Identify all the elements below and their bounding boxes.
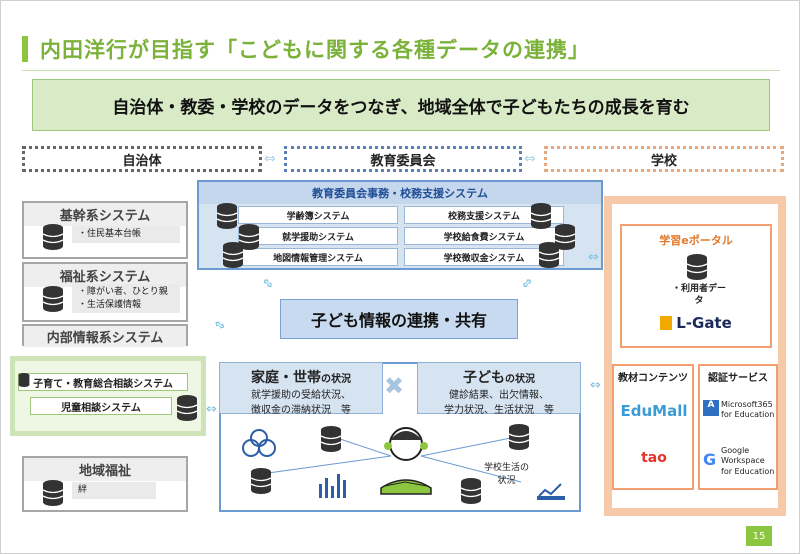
board-system-item-1: 学齢簿システム — [238, 206, 398, 224]
child-status-line-1: 健診結果、出欠情報、 — [449, 390, 549, 401]
header-school: 学校 — [544, 146, 784, 172]
child-support-item-1: 子育て・教育総合相談システム — [18, 373, 188, 391]
database-icon — [176, 395, 198, 421]
school-life-status-label: 学校生活の 状況 — [484, 462, 529, 487]
content-title: 教材コンテンツ — [618, 373, 688, 384]
microsoft-icon: A — [703, 400, 719, 416]
database-icon — [686, 254, 708, 280]
auth-box: 認証サービス — [698, 364, 778, 490]
header-board: 教育委員会 — [284, 146, 522, 172]
user-data-line-2: タ — [694, 295, 704, 306]
header-municipality: 自治体 — [22, 146, 262, 172]
child-status-title: 子ども — [463, 370, 505, 386]
family-status-title: 家庭・世帯 — [251, 370, 321, 386]
google-label: Google Workspace for Education — [721, 446, 774, 477]
header-arrow-right-icon: ⇔ — [524, 151, 536, 167]
child-status-box: 子どもの状況 健診結果、出欠情報、 学力状況、生活状況 等 — [417, 362, 581, 416]
microsoft-line-1: Microsoft365 — [721, 400, 773, 409]
internal-system-title: 内部情報系システム — [24, 326, 186, 347]
center-sharing-label: 子ども情報の連携・共有 — [280, 299, 518, 339]
board-system-title: 教育委員会事務・校務支援システム — [199, 182, 601, 204]
arrow-icon: ⇔ — [588, 250, 599, 265]
school-life-status: 状況 — [497, 475, 516, 486]
child-status-line-2: 学力状況、生活状況 等 — [444, 404, 554, 416]
lgate-label: L-Gate — [676, 314, 732, 332]
welfare-system-title: 福祉系システム — [24, 264, 186, 287]
child-support-item-2: 児童相談システム — [30, 397, 172, 415]
google-line-1: Google — [721, 446, 750, 455]
database-icon — [238, 224, 260, 250]
edumall-logo: EduMall — [620, 402, 688, 420]
google-icon: G — [703, 450, 717, 469]
cross-icon: ✖ — [384, 372, 405, 400]
google-line-2: Workspace — [721, 456, 765, 466]
core-system-title: 基幹系システム — [24, 203, 186, 226]
child-support-panel — [10, 356, 206, 436]
user-data-line-1: ・利用者デー — [671, 284, 726, 294]
learning-portal-title: 学習eポータル — [659, 234, 733, 247]
welfare-system-items: ・障がい者、ひとり親 ・生活保護情報 — [72, 284, 180, 314]
database-icon — [18, 372, 30, 387]
user-data-label: ・利用者デー タ — [664, 284, 734, 307]
welfare-item-1: ・障がい者、ひとり親 — [78, 287, 168, 297]
regional-welfare-item: 絆 — [72, 482, 156, 499]
school-life-label: 学校生活の — [484, 463, 530, 473]
database-icon — [222, 242, 244, 268]
title-accent — [22, 36, 28, 62]
tao-logo: tao — [641, 450, 667, 466]
database-icon — [250, 468, 272, 494]
family-status-line-2: 徴収金の滞納状況 等 — [251, 404, 351, 416]
database-icon — [538, 242, 560, 268]
subtitle-banner: 自治体・教委・学校のデータをつなぎ、地域全体で子どもたちの成長を育む — [32, 79, 770, 131]
header-arrow-left-icon: ⇔ — [264, 151, 276, 167]
database-icon — [530, 203, 552, 229]
database-icon — [508, 424, 530, 450]
board-system-item-3: 地図情報管理システム — [238, 248, 398, 266]
family-status-suffix: の状況 — [321, 374, 351, 385]
database-icon — [42, 224, 64, 250]
arrow-icon: ⇔ — [206, 402, 217, 417]
database-icon — [460, 478, 482, 504]
board-system-item-2: 就学援助システム — [238, 227, 398, 245]
database-icon — [554, 224, 576, 250]
board-system-item-4: 校務支援システム — [404, 206, 564, 224]
microsoft-label: Microsoft365 for Education — [721, 400, 774, 421]
family-status-box: 家庭・世帯の状況 就学援助の受給状況、 徴収金の滞納状況 等 — [219, 362, 383, 416]
child-data-illustration — [242, 427, 565, 500]
internal-system-box: 内部情報系システム — [22, 324, 188, 347]
database-icon — [42, 480, 64, 506]
welfare-item-2: ・生活保護情報 — [78, 299, 142, 310]
page-number: 15 — [746, 526, 772, 546]
database-icon — [216, 203, 238, 229]
database-icon — [320, 426, 342, 452]
microsoft-line-2: for Education — [721, 410, 775, 420]
family-status-line-1: 就学援助の受給状況、 — [251, 390, 351, 401]
lgate-logo: L-Gate — [652, 312, 740, 334]
google-line-3: for Education — [721, 466, 775, 476]
learning-portal-box: 学習eポータル — [620, 224, 772, 348]
lgate-icon — [660, 316, 673, 330]
database-icon — [42, 286, 64, 312]
content-box: 教材コンテンツ — [612, 364, 694, 490]
auth-title: 認証サービス — [708, 373, 768, 384]
title-divider — [22, 70, 780, 71]
regional-welfare-title: 地域福祉 — [24, 458, 186, 481]
core-system-item: ・住民基本台帳 — [72, 226, 180, 243]
page-title: 内田洋行が目指す「こどもに関する各種データの連携」 — [40, 38, 590, 62]
arrow-icon: ⇔ — [590, 378, 601, 393]
board-system-item-6: 学校徴収金システム — [404, 248, 564, 266]
child-status-suffix: の状況 — [505, 374, 535, 385]
